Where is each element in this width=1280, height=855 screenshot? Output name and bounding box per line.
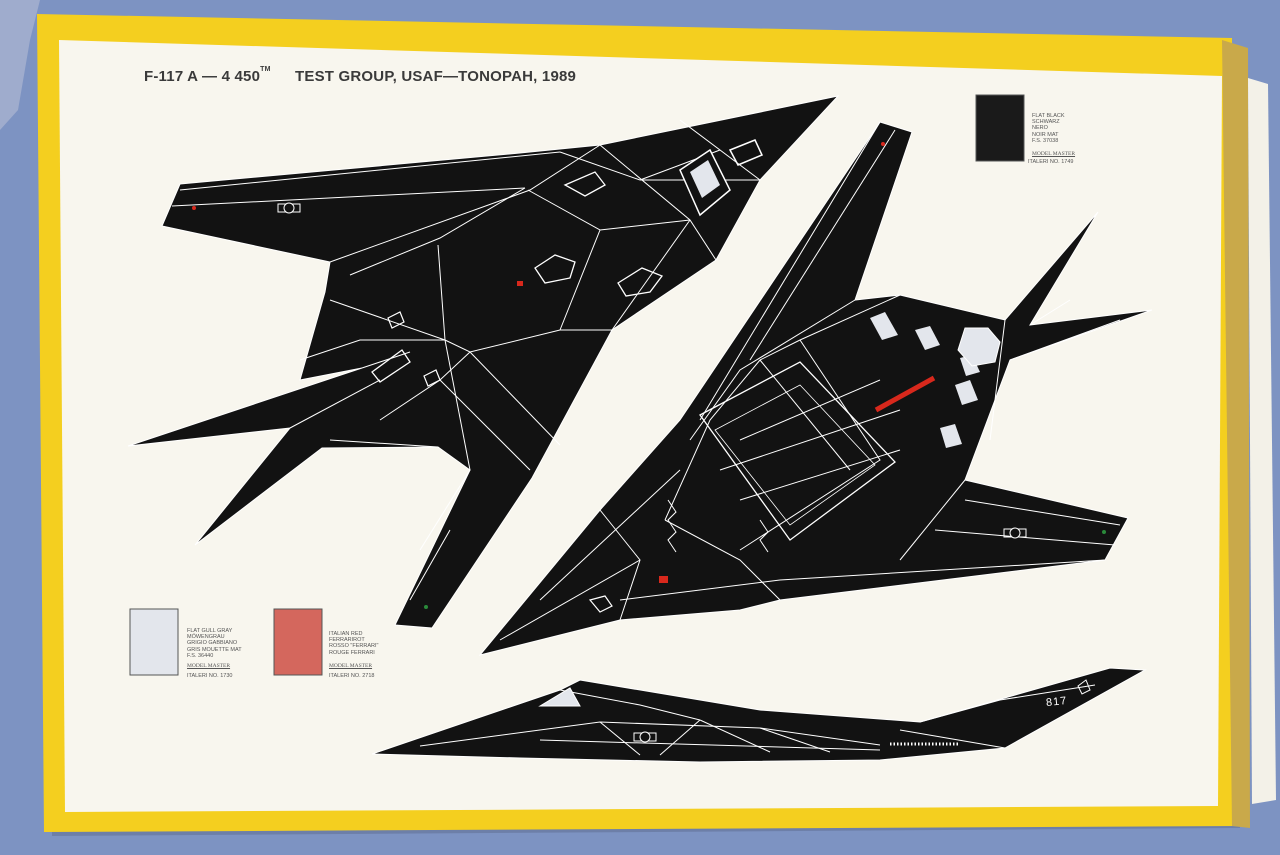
- top-view-nav-light-green: [424, 605, 428, 609]
- top-view-nav-light-red: [192, 206, 196, 210]
- swatch-name: SCHWARZ: [1032, 119, 1060, 126]
- side-view-national-insignia: [633, 731, 657, 743]
- top-view-vent-2: [423, 369, 441, 387]
- trademark-mark: TM: [260, 66, 271, 73]
- sheet-title: F-117 A — 4 450TM TEST GROUP, USAF—TONOP…: [144, 66, 577, 85]
- swatch-name: ROUGE FERRARI: [329, 649, 375, 656]
- box-worn-edge: [1222, 40, 1250, 828]
- swatch-name: GRIGIO GABBIANO: [187, 640, 238, 647]
- swatch-reference: ITALERI NO. 1730: [187, 673, 233, 679]
- top-view-silhouette: [127, 95, 840, 629]
- swatch-brand: MODEL MASTER: [329, 663, 373, 669]
- bottom-view-gear-door: [588, 595, 613, 613]
- swatch-name: NOIR MAT: [1032, 131, 1059, 138]
- swatch-names: FLAT BLACK SCHWARZ NERO NOIR MAT F.S. 37…: [1032, 113, 1065, 144]
- swatch-names: FLAT GULL GRAY MÖWENGRAU GRIGIO GABBIANO…: [187, 628, 242, 659]
- aircraft-bottom-view: [478, 121, 1153, 656]
- swatch-name: FLAT GULL GRAY: [187, 628, 233, 634]
- top-view-red-marker: [517, 281, 523, 286]
- swatch-name: MÖWENGRAU: [187, 634, 225, 641]
- side-view-canopy: [538, 687, 581, 707]
- aircraft-top-view: [127, 95, 840, 629]
- swatch-chip-flat-gull-gray: [129, 608, 179, 676]
- top-view-hatch-1: [534, 254, 576, 284]
- swatch-chip-flat-black: [975, 94, 1025, 162]
- bottom-view-gray-panel-3: [955, 380, 978, 405]
- top-view-hatch-2: [617, 267, 664, 297]
- top-view-exhaust: [371, 349, 411, 383]
- swatch-name: ITALIAN RED: [329, 631, 363, 637]
- bottom-view-red-marker: [659, 576, 668, 583]
- model-designation: F-117 A — 4 450: [144, 68, 261, 85]
- bottom-view-serration-1: [667, 499, 677, 553]
- bottom-view-gray-panel-4: [940, 424, 962, 448]
- swatch-reference: ITALERI NO. 2718: [329, 673, 375, 679]
- plastic-wrap: [0, 0, 40, 130]
- swatch-name: ROSSO "FERRARI": [329, 643, 379, 650]
- bottom-view-gray-panel-2: [915, 326, 940, 350]
- top-view-canopy-glass: [690, 160, 720, 198]
- swatch-names: ITALIAN RED FERRARIROT ROSSO "FERRARI" R…: [329, 631, 378, 656]
- swatch-name: FERRARIROT: [329, 637, 365, 644]
- swatch-name: F.S. 37038: [1032, 137, 1059, 144]
- swatch-brand: MODEL MASTER: [1032, 151, 1076, 157]
- tail-number: 817: [1045, 694, 1068, 710]
- swatch-name: NERO: [1032, 125, 1048, 132]
- bottom-view-weapon-bay: [699, 361, 896, 541]
- bottom-view-nav-light-green: [1102, 530, 1106, 534]
- bottom-view-sensor-octagon: [957, 327, 1001, 367]
- swatch-chip-italian-red: [273, 608, 323, 676]
- top-view-hatch-3: [563, 171, 606, 197]
- bottom-view-serration-2: [759, 519, 769, 553]
- bottom-view-panel-lines: [499, 121, 1121, 641]
- top-view-national-insignia: [277, 202, 301, 214]
- top-view-vent-1: [387, 311, 405, 329]
- unit-and-year: TEST GROUP, USAF—TONOPAH, 1989: [295, 68, 577, 85]
- swatch-name: F.S. 36440: [187, 652, 214, 659]
- swatch-name: GRIS MOUETTE MAT: [187, 646, 242, 653]
- bottom-view-nav-light-red: [881, 142, 885, 146]
- bottom-view-gray-panel-1: [870, 312, 898, 340]
- lid-flap: [1248, 78, 1276, 804]
- swatch-name: FLAT BLACK: [1032, 113, 1065, 119]
- bottom-view-weapon-bay-inner: [714, 384, 876, 526]
- top-view-sensor: [728, 139, 764, 166]
- swatch-brand: MODEL MASTER: [187, 663, 231, 669]
- side-view-panel-lines: [419, 684, 1096, 756]
- bottom-view-red-stripe: [874, 375, 936, 413]
- bottom-view-gray-panel-5: [960, 355, 980, 376]
- swatch-reference: ITALERI NO. 1749: [1028, 159, 1074, 165]
- bottom-view-national-insignia: [1003, 527, 1027, 539]
- side-view-tail-emblem: [1077, 679, 1091, 695]
- aircraft-side-view: [371, 667, 1147, 763]
